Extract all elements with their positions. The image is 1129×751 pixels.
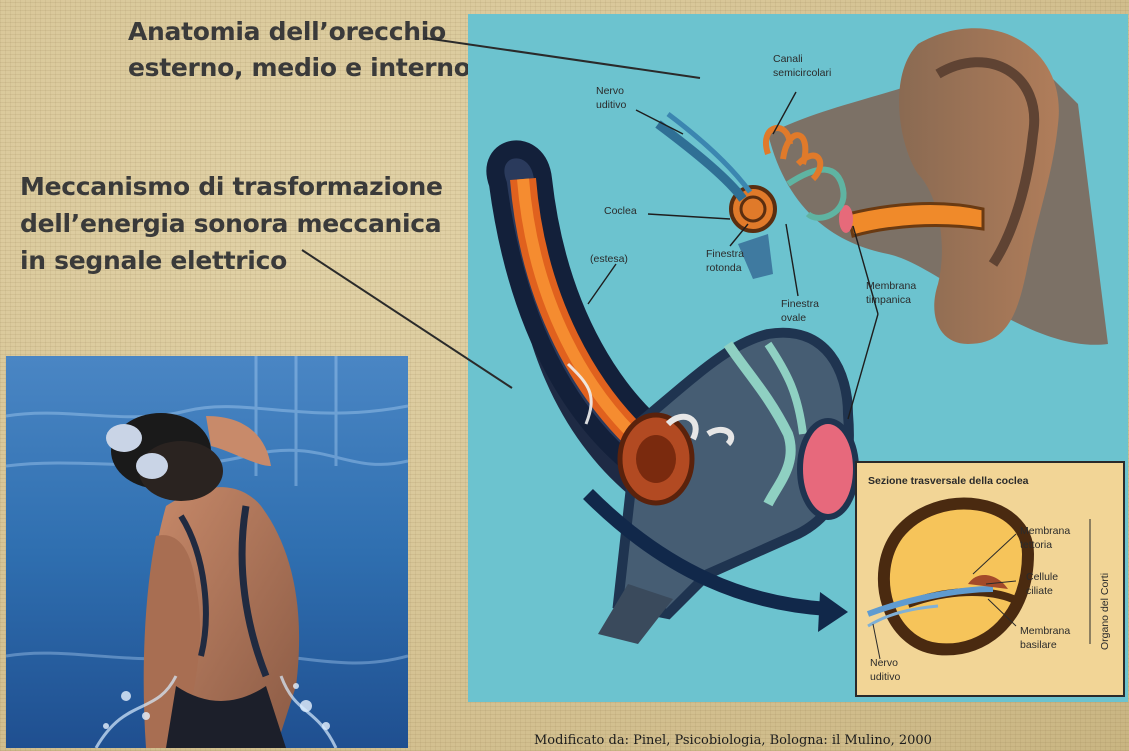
synchronized-swimmer-photo	[6, 356, 408, 748]
anatomy-leader-line	[425, 38, 700, 78]
source-credit: Modificato da: Pinel, Psicobiologia, Bol…	[534, 733, 932, 748]
